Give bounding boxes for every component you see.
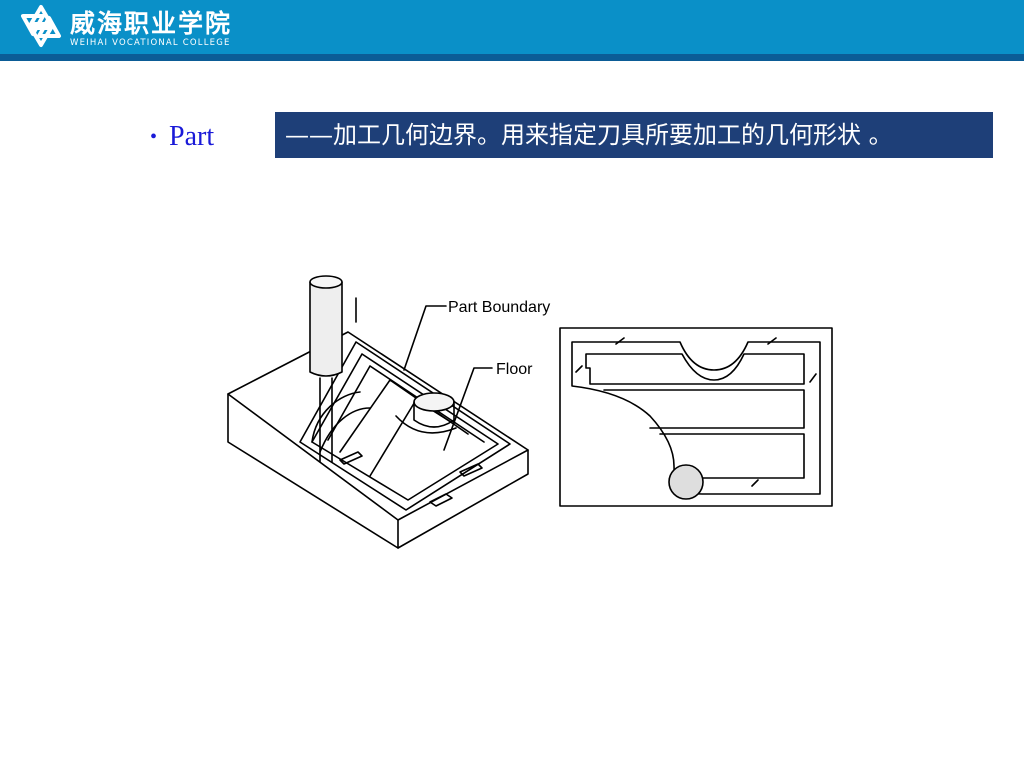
institution-name-en: WEIHAI VOCATIONAL COLLEGE [70, 38, 231, 48]
callout-floor: Floor [496, 361, 533, 378]
plan-view [559, 327, 833, 507]
college-star-logo-icon [21, 5, 61, 47]
bullet-item: • Part [150, 118, 214, 156]
header-stripe [0, 54, 1024, 61]
institution-name-cn: 威海职业学院 [70, 9, 233, 38]
part-boundary-diagram: Part Boundary Floor [227, 275, 833, 549]
bullet-term: Part [169, 121, 215, 152]
workpiece-block [227, 331, 529, 549]
end-mill-tool [309, 275, 357, 463]
bullet-marker: • [150, 125, 158, 148]
boss-feature [395, 392, 457, 434]
header-bar: 威海职业学院 WEIHAI VOCATIONAL COLLEGE [0, 0, 1024, 54]
definition-box: ——加工几何边界。用来指定刀具所要加工的几何形状 。 [275, 112, 993, 158]
callout-part-boundary: Part Boundary [448, 299, 550, 316]
